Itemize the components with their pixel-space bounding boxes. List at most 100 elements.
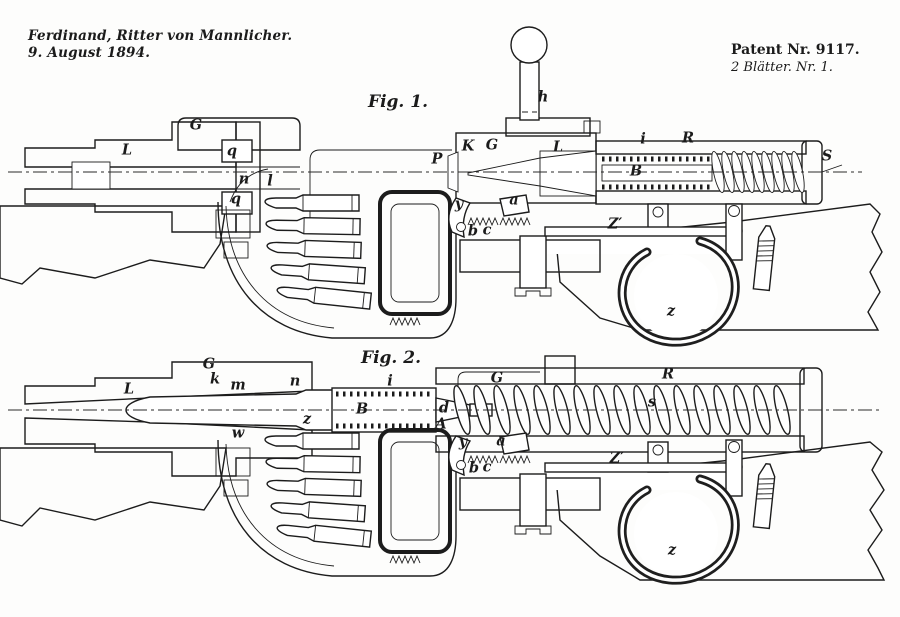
fig1-catch-spring	[215, 209, 251, 239]
fig2-post-foot	[514, 525, 552, 535]
fig1-hammer-y	[448, 197, 472, 239]
part-label-G: G	[202, 355, 216, 373]
part-label-m: m	[230, 376, 246, 394]
part-label-k: k	[209, 370, 221, 388]
part-label-L: L	[121, 141, 133, 159]
fig2-drawing	[0, 355, 886, 585]
fig2-stock-right	[555, 441, 886, 581]
fig1-tube-top	[595, 140, 807, 155]
part-label-c: c	[482, 458, 492, 476]
part-label-A: A	[435, 415, 447, 433]
part-label-B: B	[355, 400, 369, 418]
fig2-sear-spring-2	[499, 455, 531, 464]
fig1-s-leader	[821, 164, 843, 173]
fig1-follower-spring	[389, 317, 421, 326]
part-label-B: B	[629, 162, 643, 180]
fig1-magazine-inner	[225, 205, 335, 329]
fig1-cartridge-4	[269, 260, 367, 285]
fig2-tang-screw	[752, 462, 777, 530]
fig1-firing-channel	[467, 150, 597, 197]
fig1-bolt-cap	[505, 117, 591, 137]
part-label-z: z	[667, 541, 677, 559]
patent-sheet-line: 2 Blätter. Nr. 1.	[731, 60, 833, 75]
fig1-drawing	[0, 26, 883, 347]
part-label-n: n	[238, 170, 250, 188]
part-label-d: d	[438, 399, 450, 417]
fig2-title: Fig. 2.	[361, 348, 421, 368]
fig2-catch-body	[223, 479, 249, 497]
part-label-w: w	[231, 424, 245, 442]
part-label-R: R	[661, 365, 675, 383]
part-label-z: z	[302, 410, 312, 428]
part-label-L: L	[552, 138, 564, 156]
fig1-clip-inner	[390, 203, 440, 303]
fig1-cartridge-2	[265, 216, 361, 236]
fig1-bore-plug	[71, 161, 111, 190]
fig1-link-bar	[544, 226, 736, 237]
part-label-l: l	[267, 172, 273, 190]
part-label-S: S	[821, 147, 833, 165]
part-label-K: K	[461, 137, 475, 155]
fig1-bolt-stem	[519, 61, 540, 121]
patent-number-line: Patent Nr. 9117.	[731, 42, 860, 58]
fig2-clip-outer	[378, 428, 452, 554]
patent-author-line: Ferdinand, Ritter von Mannlicher.	[28, 28, 293, 44]
fig2-cartridge-1	[264, 432, 360, 450]
fig2-link-channel	[540, 468, 740, 490]
fig1-tang-screw	[752, 224, 777, 292]
part-label-z: z	[666, 302, 676, 320]
fig1-notch-q-upper	[221, 139, 253, 163]
fig1-barrel-bottom-wall	[24, 188, 237, 233]
fig1-bolt-bore	[539, 150, 597, 197]
part-label-q: q	[230, 190, 242, 208]
part-label-y: y	[454, 195, 464, 213]
part-label-b: b	[468, 459, 480, 477]
part-label-s: s	[647, 393, 657, 411]
fig1-cam-curve-n	[229, 168, 269, 203]
fig1-magazine-housing	[217, 201, 457, 339]
fig2-knurl-block	[544, 355, 576, 385]
part-label-y: y	[458, 433, 468, 451]
fig2-sear-a	[499, 432, 530, 455]
fig1-title: Fig. 1.	[368, 92, 428, 112]
fig2-bracket-edge	[457, 371, 540, 396]
fig1-stock-left	[0, 205, 227, 285]
part-label-n: n	[289, 372, 301, 390]
fig2-follower-spring	[389, 555, 421, 564]
part-label-G: G	[490, 369, 504, 387]
part-label-i: i	[387, 372, 393, 390]
fig1-link-vertical	[725, 203, 743, 261]
fig1-receiver-bridge	[177, 117, 301, 151]
fig1-guard-opening	[634, 254, 718, 338]
part-label-a: a	[509, 191, 519, 209]
fig2-link-bar	[544, 462, 736, 473]
part-label-G: G	[485, 136, 499, 154]
fig2-magazine-inner	[225, 443, 335, 567]
part-label-Z-prime: Z′	[607, 215, 623, 233]
fig2-cartridge-4	[269, 498, 367, 523]
fig1-sear-spring-2	[499, 217, 531, 226]
fig2-cartridge-3	[266, 476, 362, 498]
fig2-hammer-y	[448, 435, 472, 477]
fig2-catch-spring	[215, 447, 251, 477]
fig1-sear-a	[499, 194, 530, 217]
fig2-trigger-post	[519, 473, 547, 527]
fig1-receiver-edge	[309, 149, 452, 232]
part-label-i: i	[640, 130, 646, 148]
part-label-q: q	[226, 142, 238, 160]
fig2-clip-inner	[390, 441, 440, 541]
fig1-stock-right	[555, 203, 883, 331]
fig2-tube-cap	[799, 367, 823, 453]
fig1-bolt-knob	[510, 26, 548, 64]
fig1-catch-body	[223, 241, 249, 259]
fig2-barrel-top-wall	[24, 361, 313, 405]
fig1-knurl	[583, 120, 601, 134]
fig2-guard-opening	[634, 492, 718, 576]
part-label-c: c	[482, 221, 492, 239]
fig1-receiver-ring	[235, 121, 261, 233]
part-label-G: G	[189, 116, 203, 134]
fig1-trigger-post	[519, 235, 547, 289]
fig1-post-foot	[514, 287, 552, 297]
